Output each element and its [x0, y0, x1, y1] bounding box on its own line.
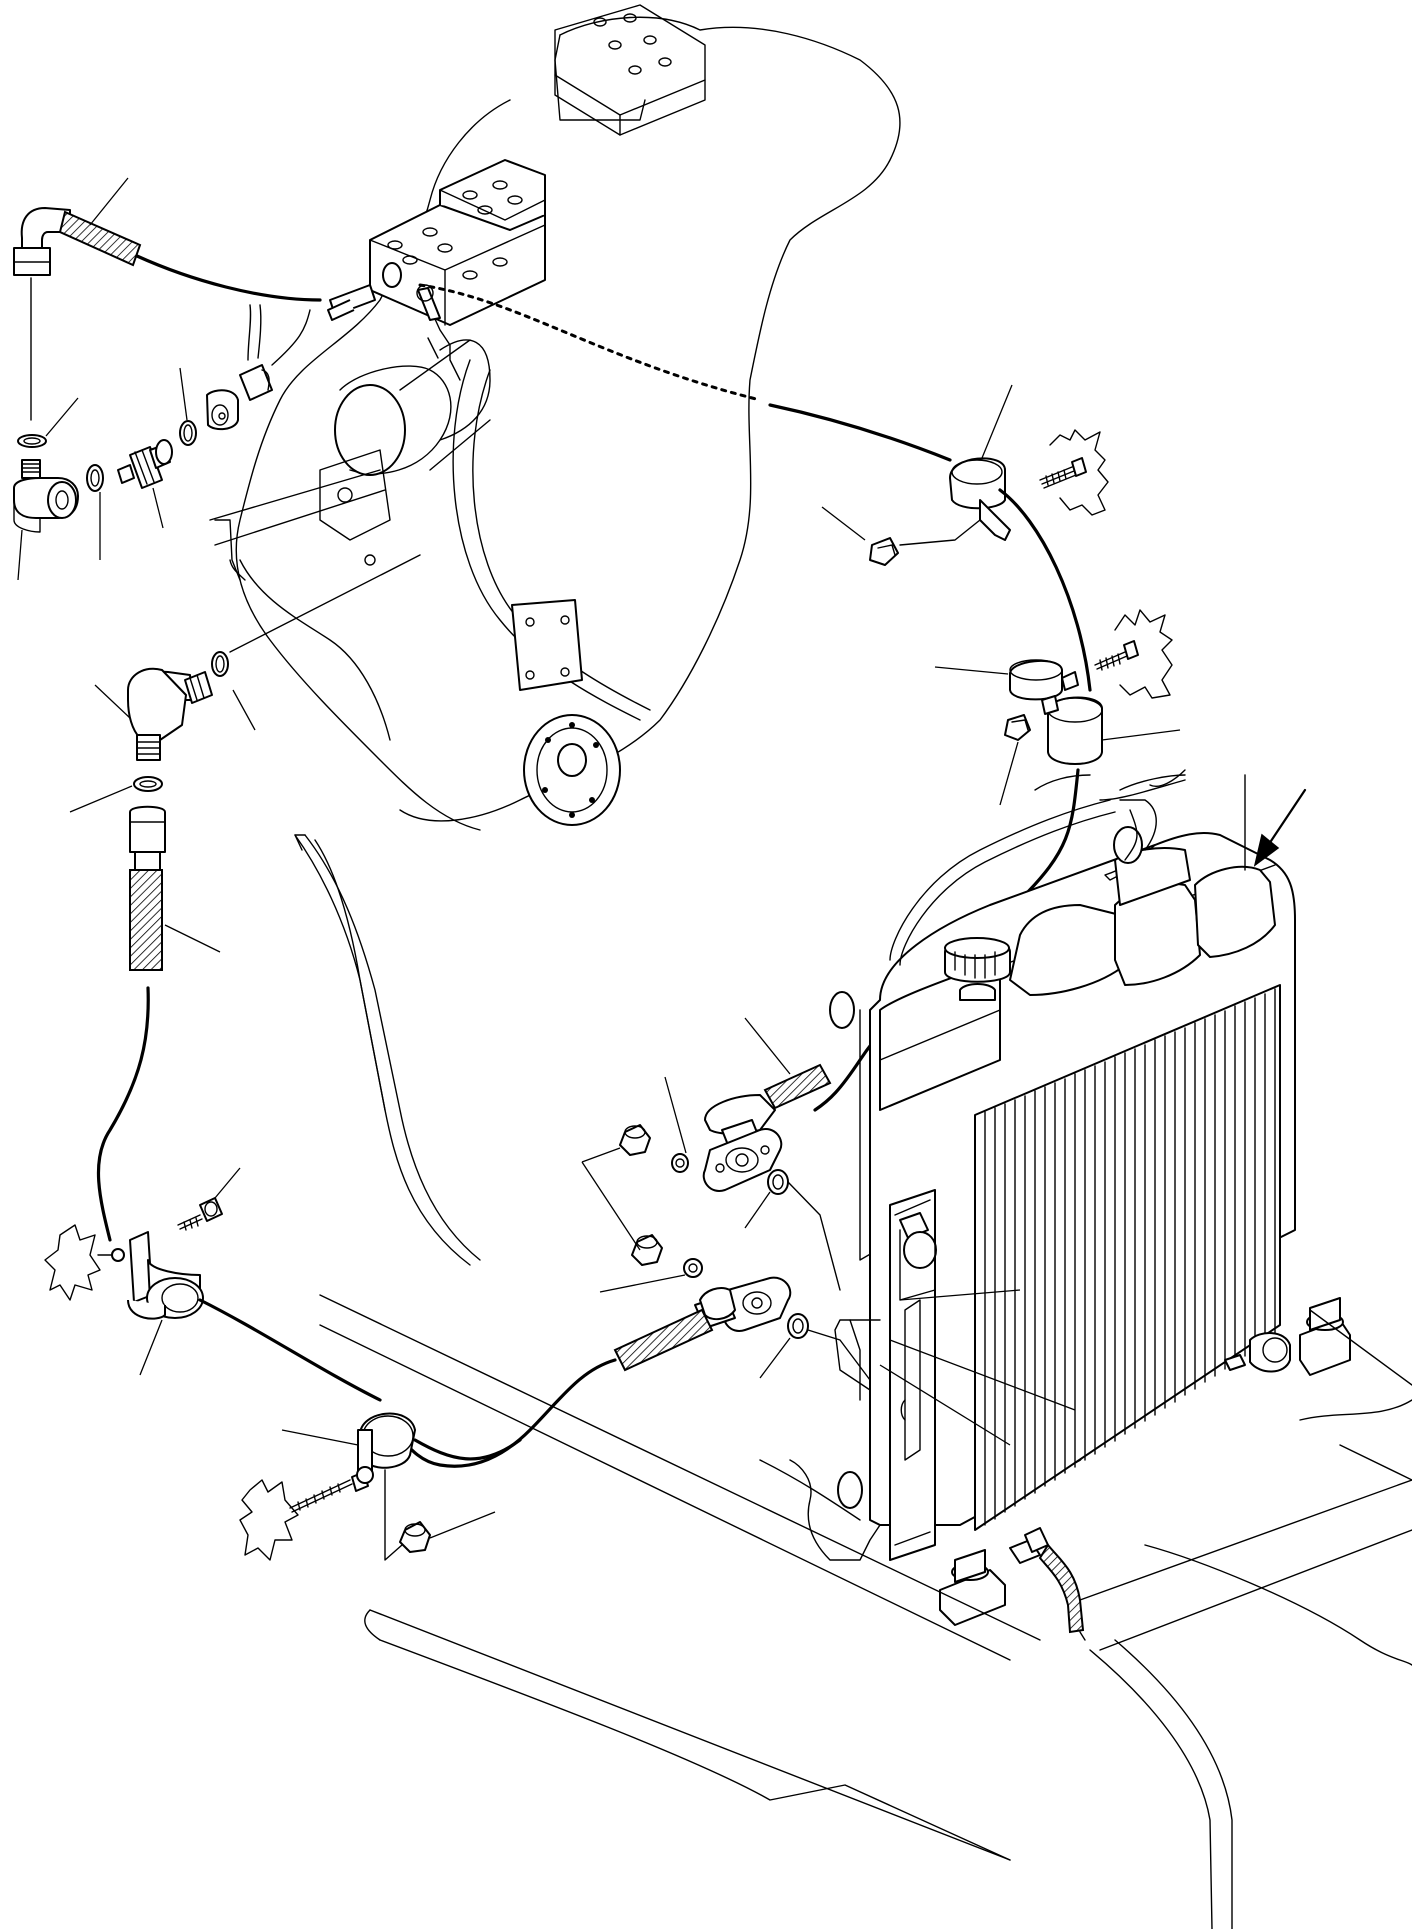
- flange-lower: [722, 1276, 871, 1381]
- nuts: [399, 1076, 703, 1553]
- clamp-lower-left: [44, 1224, 382, 1402]
- hose-left: [96, 805, 221, 1242]
- clamp-right-pair: [813, 609, 1181, 1112]
- clamp-upper-right: [418, 283, 1109, 692]
- flange-upper: [702, 1128, 841, 1291]
- elbow-fitting-upper: [13, 459, 104, 581]
- bolts: [177, 1167, 369, 1561]
- valve-block: [327, 159, 546, 381]
- hose-upper-left: [13, 177, 322, 421]
- frame: [294, 769, 1412, 1929]
- clamp-lower-middle: [281, 1412, 522, 1561]
- radiator: [829, 774, 1351, 1641]
- engine-block: [209, 4, 901, 831]
- hose-radiator-lower: [378, 1274, 736, 1468]
- o-ring-upper: [17, 397, 79, 448]
- elbow-fitting-middle: [69, 651, 256, 813]
- adapter-connector: [117, 304, 311, 529]
